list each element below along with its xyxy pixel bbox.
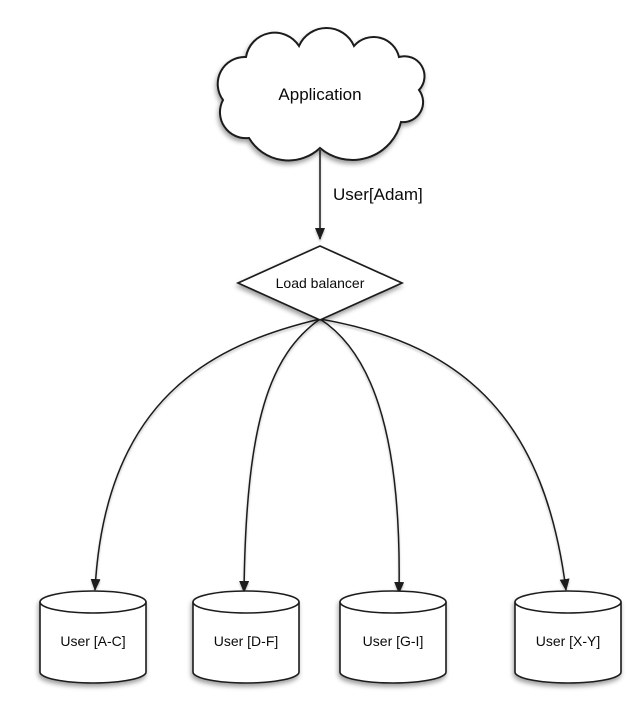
cloud-shape: [216, 26, 426, 162]
edge-label-user-adam: User[Adam]: [333, 185, 423, 204]
cylinder-shape: [514, 590, 622, 684]
db-node-a-c: User [A-C]: [39, 590, 147, 684]
cylinder-body: [339, 602, 447, 684]
edges: [90, 150, 570, 594]
db-label-x-y: User [X-Y]: [536, 633, 601, 649]
load-balancer-label: Load balancer: [276, 275, 365, 291]
application-node: Application: [216, 26, 426, 162]
cylinder-shape: [192, 590, 300, 684]
cylinder-shape: [339, 590, 447, 684]
db-node-d-f: User [D-F]: [192, 590, 300, 684]
db-label-a-c: User [A-C]: [60, 633, 125, 649]
edge-loadbalancer-to-db-d-f: [239, 318, 321, 593]
db-label-g-i: User [G-I]: [363, 633, 424, 649]
db-node-g-i: User [G-I]: [339, 590, 447, 684]
cylinder-top: [514, 590, 622, 614]
application-label: Application: [278, 85, 361, 104]
load-balancer-node: Load balancer: [235, 245, 405, 321]
diamond-shape: [235, 245, 405, 321]
db-node-x-y: User [X-Y]: [514, 590, 622, 684]
cylinder-shape: [39, 590, 147, 684]
cylinder-top: [339, 590, 447, 614]
edge-loadbalancer-to-db-x-y: [319, 318, 570, 591]
cylinder-top: [39, 590, 147, 614]
cylinder-top: [192, 590, 300, 614]
db-label-d-f: User [D-F]: [214, 633, 279, 649]
cylinder-body: [514, 602, 622, 684]
cylinder-body: [39, 602, 147, 684]
edge-loadbalancer-to-db-g-i: [319, 318, 405, 594]
edge-loadbalancer-to-db-a-c: [90, 318, 321, 591]
cylinder-body: [192, 602, 300, 684]
